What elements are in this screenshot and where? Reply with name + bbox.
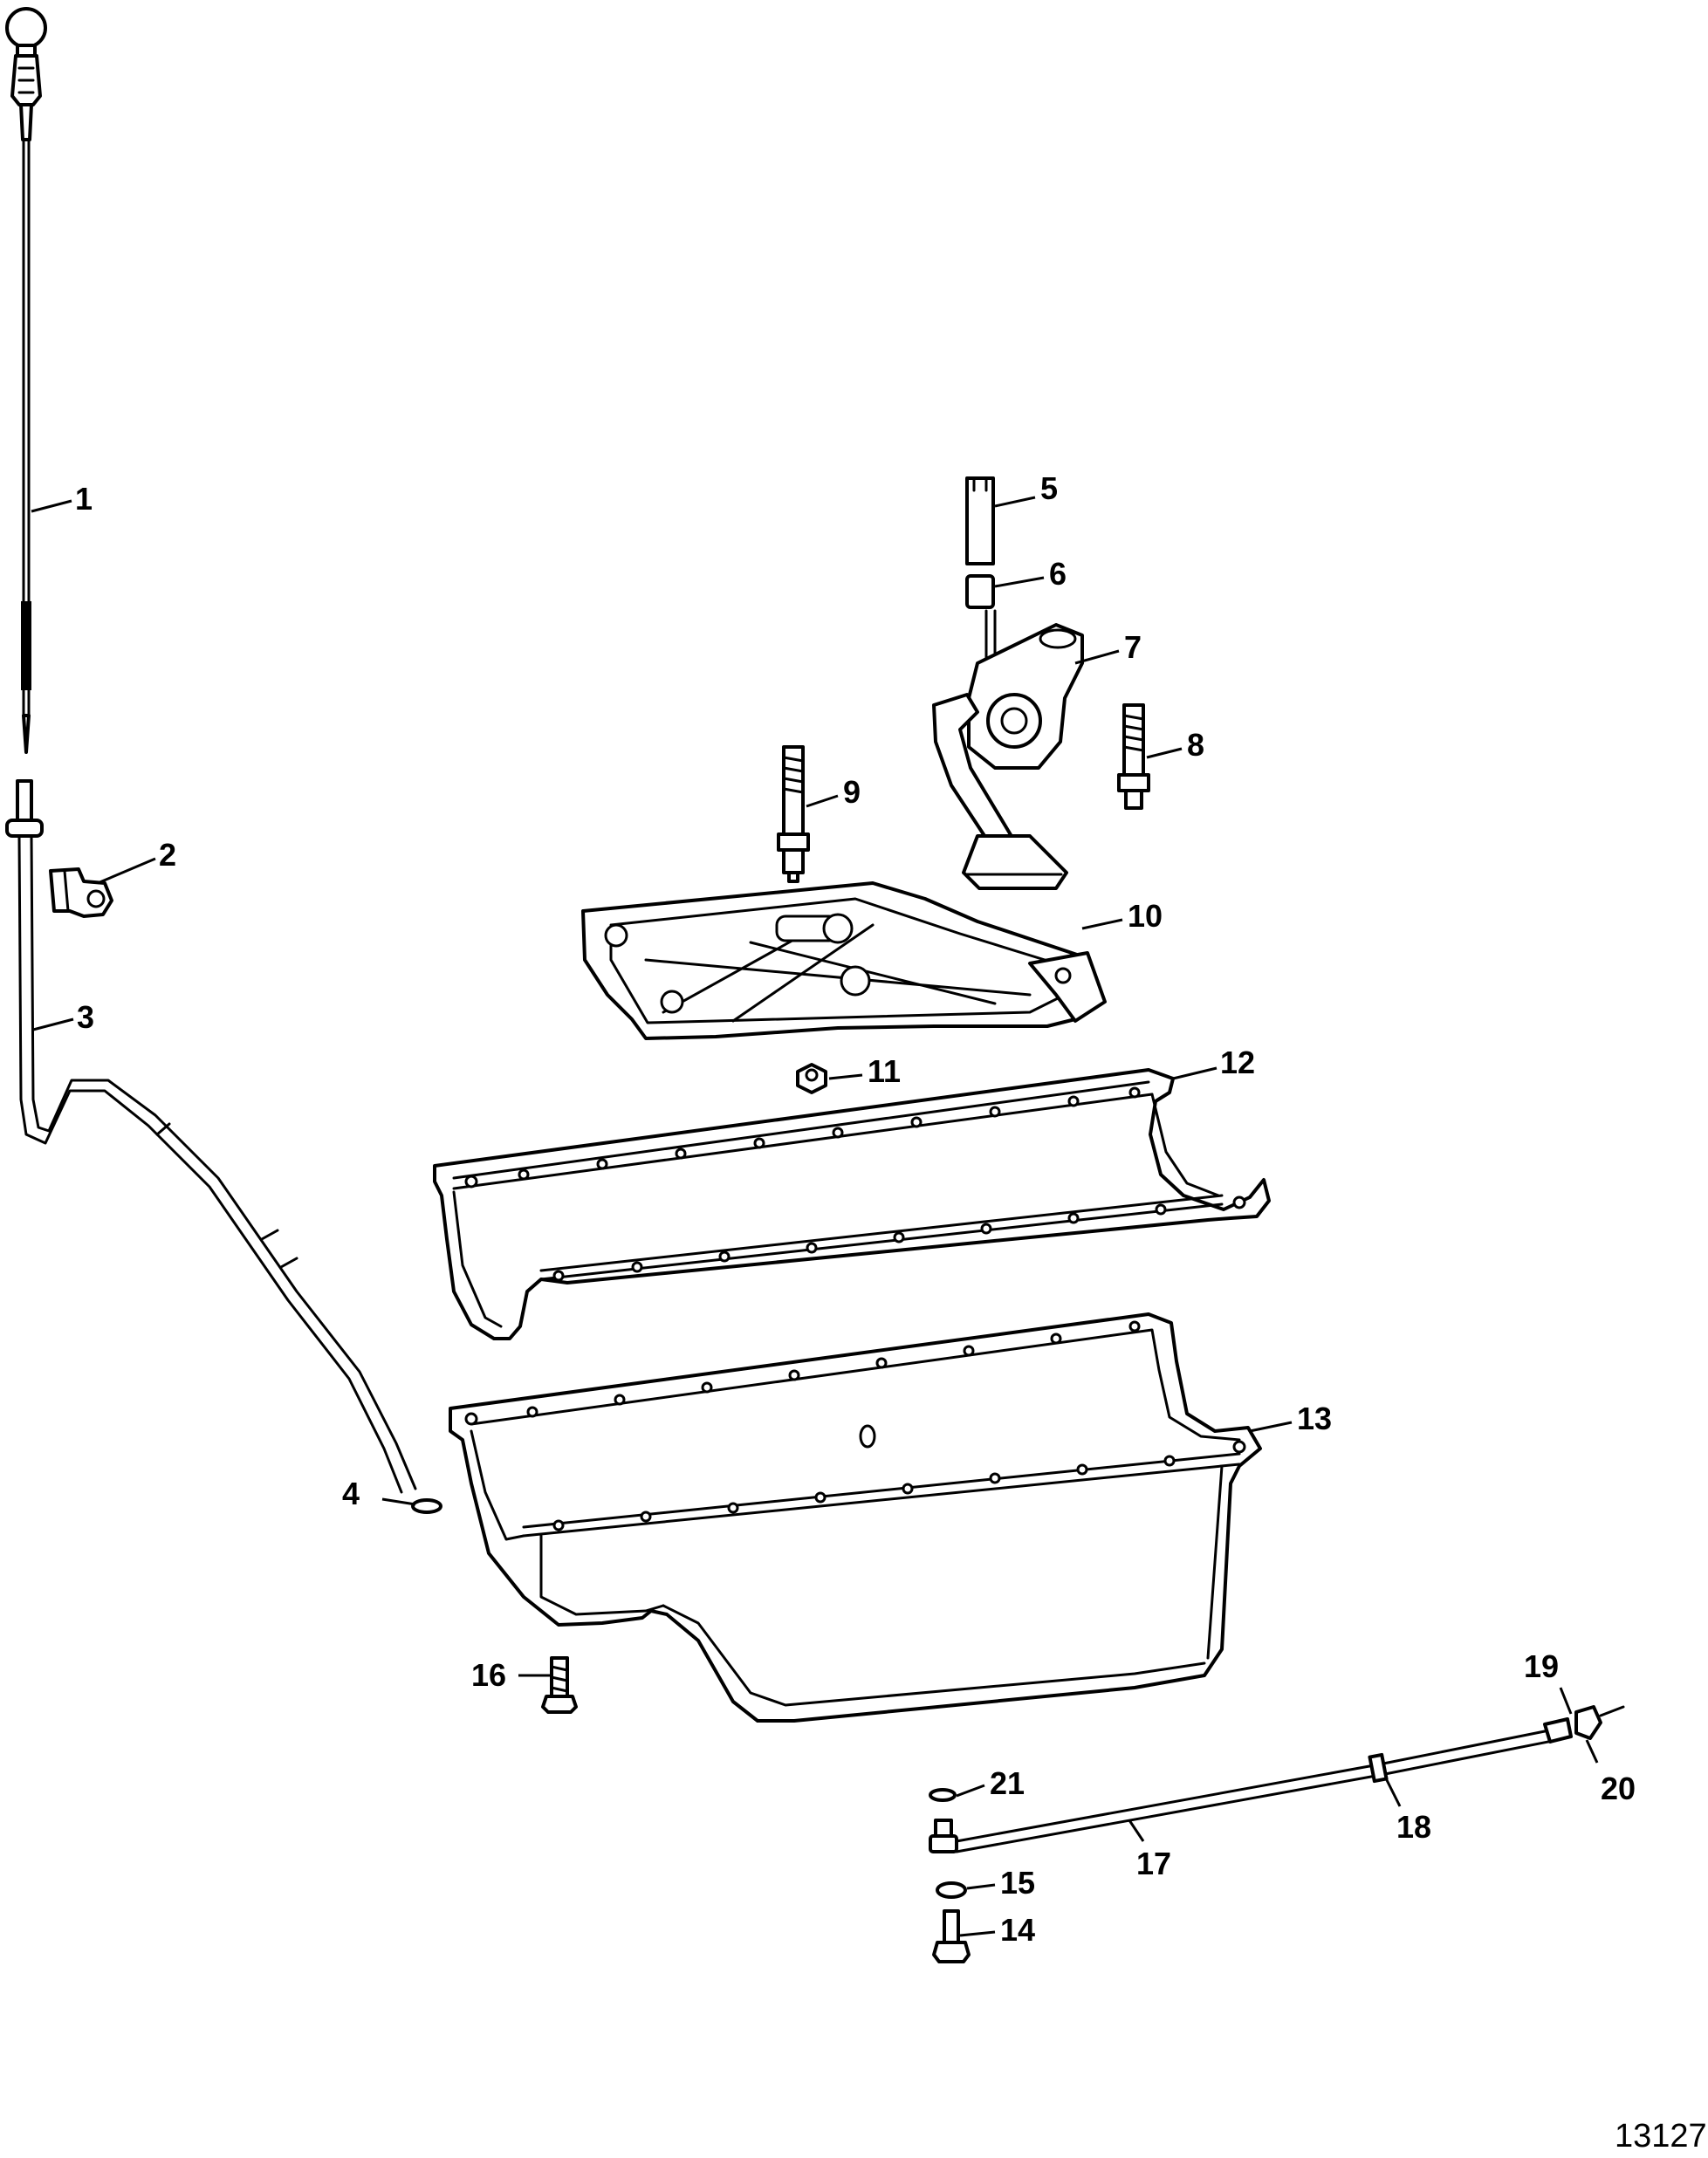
- part-10-windage-tray: [581, 881, 1107, 1040]
- part-5-pump-shaft: [965, 476, 995, 565]
- callout-5: 5: [1040, 470, 1058, 506]
- part-12-oil-pan-gasket: [433, 1068, 1271, 1340]
- callout-6: 6: [1049, 556, 1067, 592]
- callout-21: 21: [990, 1765, 1025, 1801]
- callout-7: 7: [1124, 629, 1142, 665]
- callout-20: 20: [1601, 1771, 1636, 1806]
- callout-3: 3: [77, 999, 94, 1035]
- callout-1: 1: [75, 481, 93, 517]
- figure-id: 13127: [1615, 2118, 1707, 2155]
- part-19-fitting: [1543, 1717, 1573, 1744]
- part-8-stud: [1117, 703, 1150, 810]
- callout-17: 17: [1136, 1846, 1171, 1881]
- part-20-cap: [1574, 1705, 1625, 1740]
- part-2-tube-clip: [49, 867, 113, 918]
- callout-labels: 1 2 3 4 5 6 7 8 9 10 11 12 13 14 15 16 1…: [75, 470, 1636, 1948]
- callout-8: 8: [1187, 727, 1204, 763]
- part-1-dipstick: [5, 7, 47, 754]
- callout-4: 4: [342, 1476, 360, 1511]
- part-15-washer: [936, 1881, 967, 1899]
- callout-14: 14: [1000, 1912, 1035, 1948]
- part-3-dipstick-tube: [5, 779, 417, 1494]
- callout-16: 16: [471, 1657, 506, 1693]
- callout-9: 9: [843, 774, 861, 810]
- callout-2: 2: [159, 837, 176, 873]
- part-6-shaft-collar: [965, 574, 995, 609]
- part-14-drain-plug: [932, 1909, 971, 1963]
- part-13-oil-pan: [449, 1312, 1262, 1723]
- callout-10: 10: [1128, 898, 1163, 934]
- part-4-o-ring: [411, 1498, 442, 1514]
- leader-lines: [31, 496, 1599, 1937]
- part-11-nut: [796, 1063, 827, 1094]
- part-9-stud: [777, 745, 810, 883]
- part-7-oil-pump: [932, 609, 1084, 890]
- callout-15: 15: [1000, 1865, 1035, 1901]
- part-18-hose-clamp: [1368, 1752, 1389, 1784]
- callout-11: 11: [868, 1053, 901, 1089]
- callout-12: 12: [1220, 1045, 1255, 1080]
- part-16-bolt: [541, 1656, 578, 1714]
- callout-18: 18: [1396, 1809, 1431, 1845]
- callout-19: 19: [1524, 1648, 1559, 1684]
- callout-13: 13: [1297, 1401, 1332, 1436]
- part-21-o-ring: [929, 1788, 957, 1802]
